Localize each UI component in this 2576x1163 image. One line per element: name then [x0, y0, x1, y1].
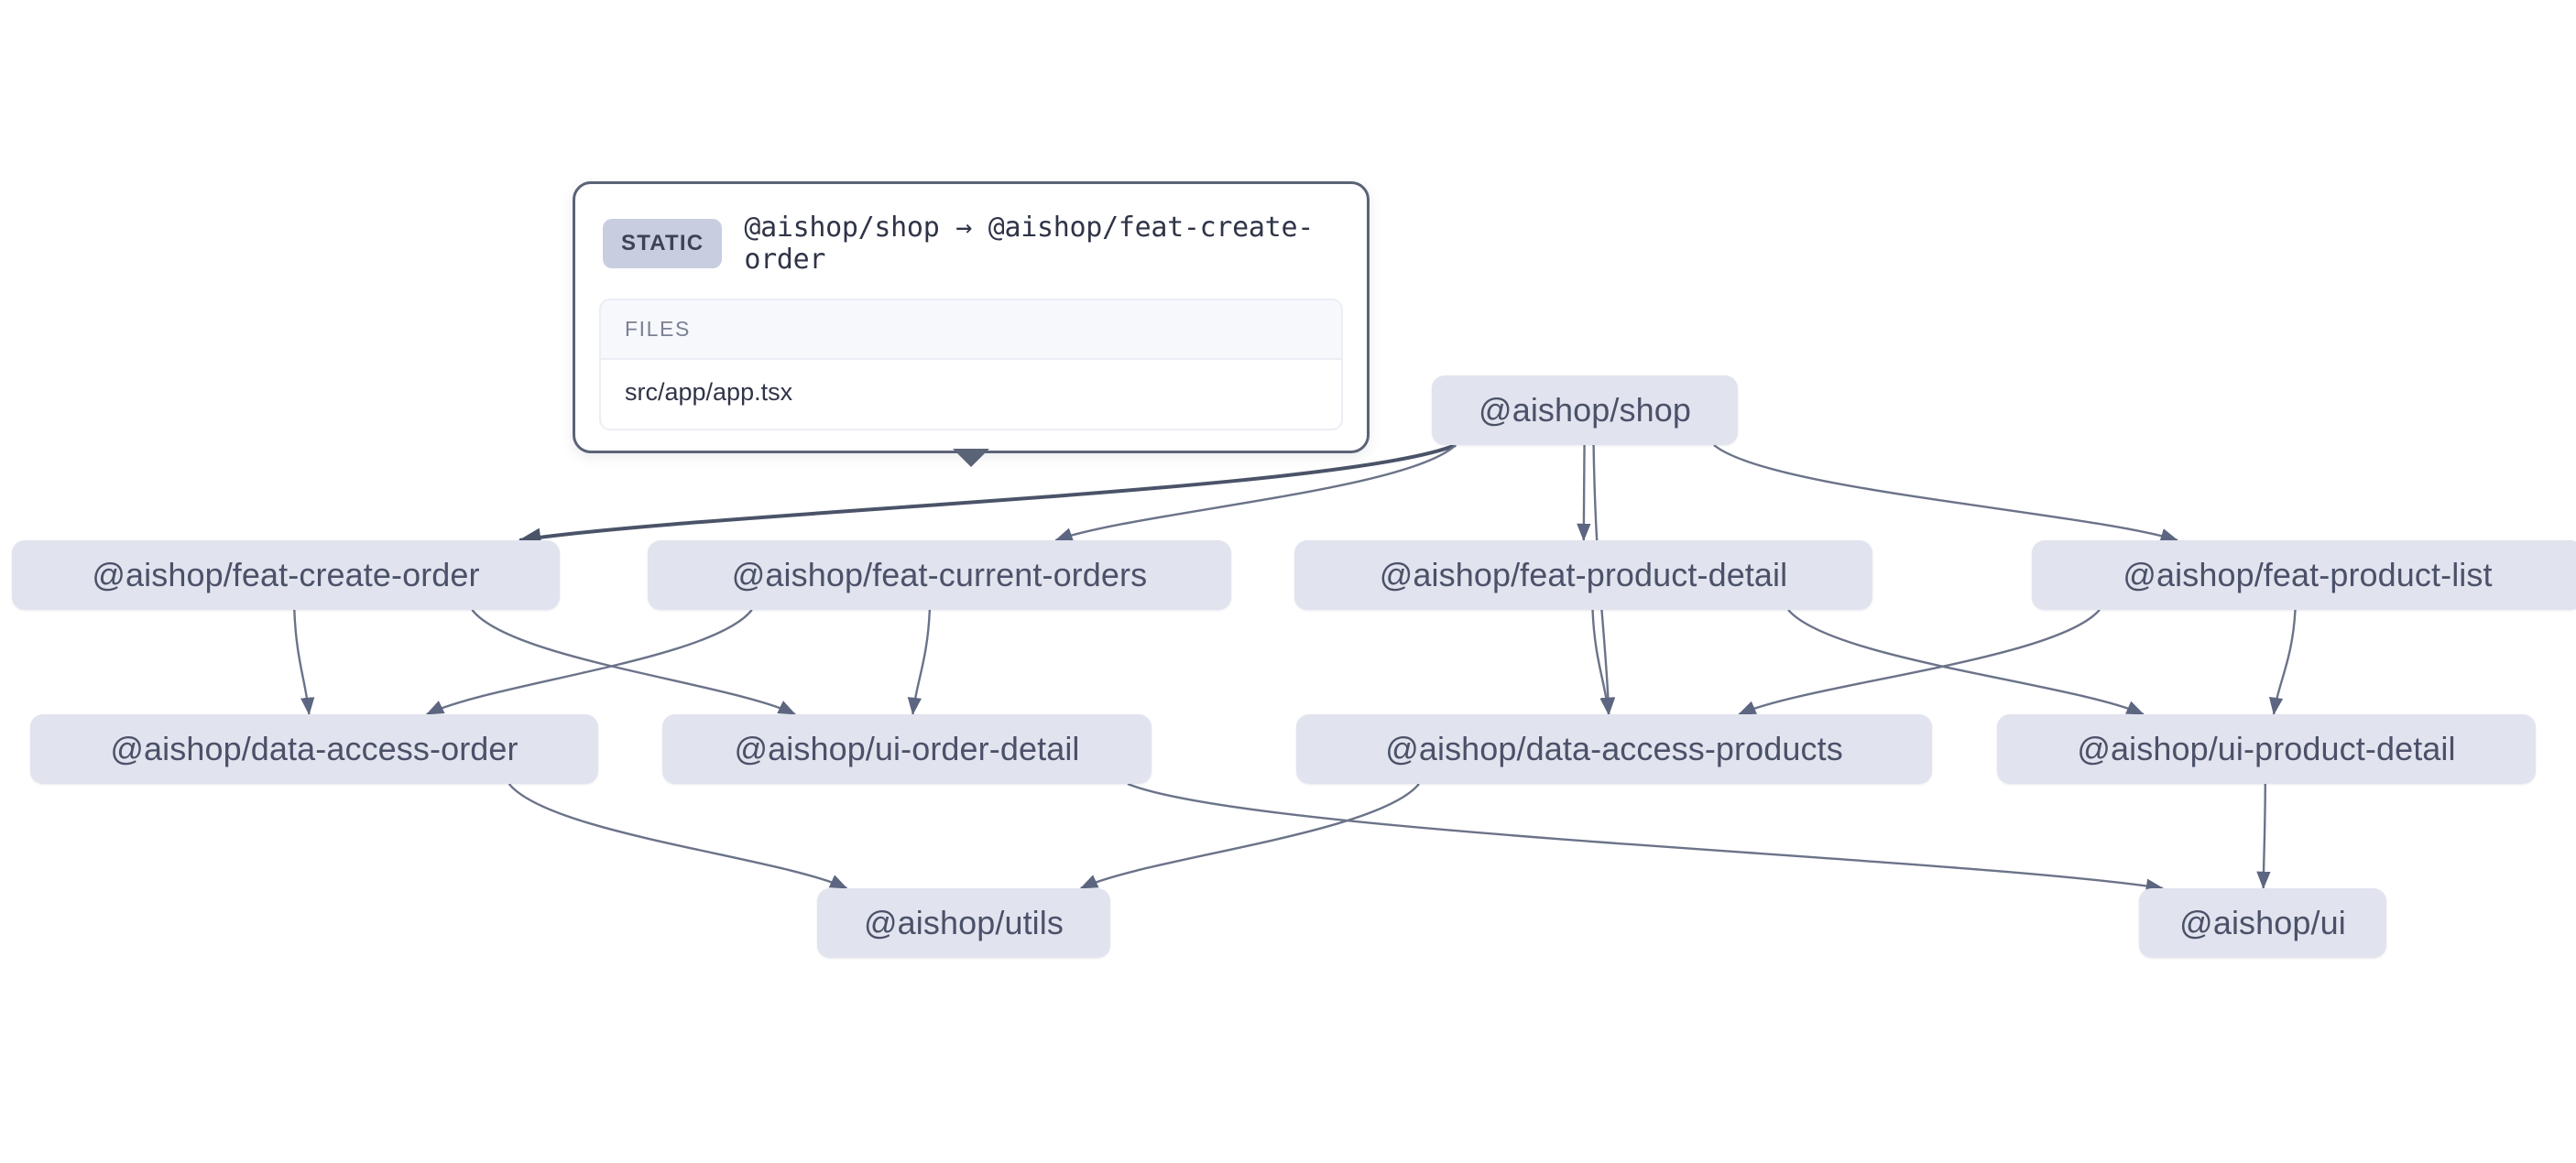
files-section-header: FILES	[601, 300, 1341, 360]
graph-node-label: @aishop/ui	[2179, 904, 2346, 941]
graph-node-label: @aishop/utils	[864, 904, 1064, 941]
graph-edge-feat-product-detail-to-data-access-products[interactable]	[1591, 609, 1614, 715]
graph-edge-shop-to-feat-product-detail[interactable]	[1577, 444, 1591, 541]
graph-edge-feat-product-detail-to-ui-product-detail[interactable]	[1787, 609, 2145, 716]
graph-node-ui-product-detail[interactable]: @aishop/ui-product-detail	[1997, 714, 2536, 784]
graph-edge-shop-to-feat-current-orders[interactable]	[1054, 444, 1457, 542]
graph-node-ui[interactable]: @aishop/ui	[2139, 888, 2386, 958]
graph-node-ui-order-detail[interactable]: @aishop/ui-order-detail	[662, 714, 1152, 784]
graph-node-feat-current-orders[interactable]: @aishop/feat-current-orders	[648, 540, 1231, 610]
edge-title: @aishop/shop → @aishop/feat-create-order	[744, 212, 1314, 276]
graph-edge-feat-current-orders-to-data-access-order[interactable]	[425, 609, 753, 716]
static-badge: STATIC	[603, 219, 723, 268]
graph-node-feat-product-detail[interactable]: @aishop/feat-product-detail	[1294, 540, 1872, 610]
graph-node-label: @aishop/feat-current-orders	[731, 556, 1148, 593]
graph-node-feat-product-list[interactable]: @aishop/feat-product-list	[2032, 540, 2576, 610]
graph-edges	[293, 443, 2297, 893]
graph-node-label: @aishop/shop	[1479, 391, 1691, 429]
graph-node-label: @aishop/data-access-products	[1385, 730, 1843, 767]
graph-node-shop[interactable]: @aishop/shop	[1432, 375, 1738, 445]
graph-edge-ui-product-detail-to-ui[interactable]	[2256, 783, 2271, 889]
files-panel: FILES src/app/app.tsx	[599, 299, 1343, 430]
graph-node-label: @aishop/feat-product-detail	[1379, 556, 1788, 593]
graph-edge-data-access-order-to-utils[interactable]	[508, 783, 848, 890]
graph-node-utils[interactable]: @aishop/utils	[817, 888, 1110, 958]
detail-card-header: STATIC @aishop/shop → @aishop/feat-creat…	[599, 208, 1343, 276]
graph-node-label: @aishop/ui-order-detail	[734, 730, 1080, 767]
graph-node-feat-create-order[interactable]: @aishop/feat-create-order	[12, 540, 560, 610]
graph-edge-shop-to-feat-product-list[interactable]	[1713, 444, 2178, 542]
graph-node-data-access-order[interactable]: @aishop/data-access-order	[30, 714, 598, 784]
tooltip-pointer-icon	[953, 449, 989, 467]
graph-edge-feat-create-order-to-ui-order-detail[interactable]	[471, 609, 796, 716]
graph-edge-feat-create-order-to-data-access-order[interactable]	[293, 609, 315, 715]
file-list-item[interactable]: src/app/app.tsx	[625, 378, 793, 406]
graph-edge-ui-order-detail-to-ui[interactable]	[1127, 782, 2164, 893]
graph-node-data-access-products[interactable]: @aishop/data-access-products	[1296, 714, 1932, 784]
graph-node-label: @aishop/feat-product-list	[2123, 556, 2493, 593]
graph-node-label: @aishop/ui-product-detail	[2077, 730, 2456, 767]
graph-edge-feat-product-list-to-data-access-products[interactable]	[1738, 609, 2101, 716]
graph-node-label: @aishop/feat-create-order	[92, 556, 480, 593]
graph-node-label: @aishop/data-access-order	[110, 730, 518, 767]
graph-edge-feat-product-list-to-ui-product-detail[interactable]	[2268, 609, 2297, 715]
edge-detail-tooltip[interactable]: STATIC @aishop/shop → @aishop/feat-creat…	[573, 181, 1370, 467]
graph-edge-data-access-products-to-utils[interactable]	[1079, 783, 1420, 890]
graph-edge-feat-current-orders-to-ui-order-detail[interactable]	[907, 609, 932, 715]
